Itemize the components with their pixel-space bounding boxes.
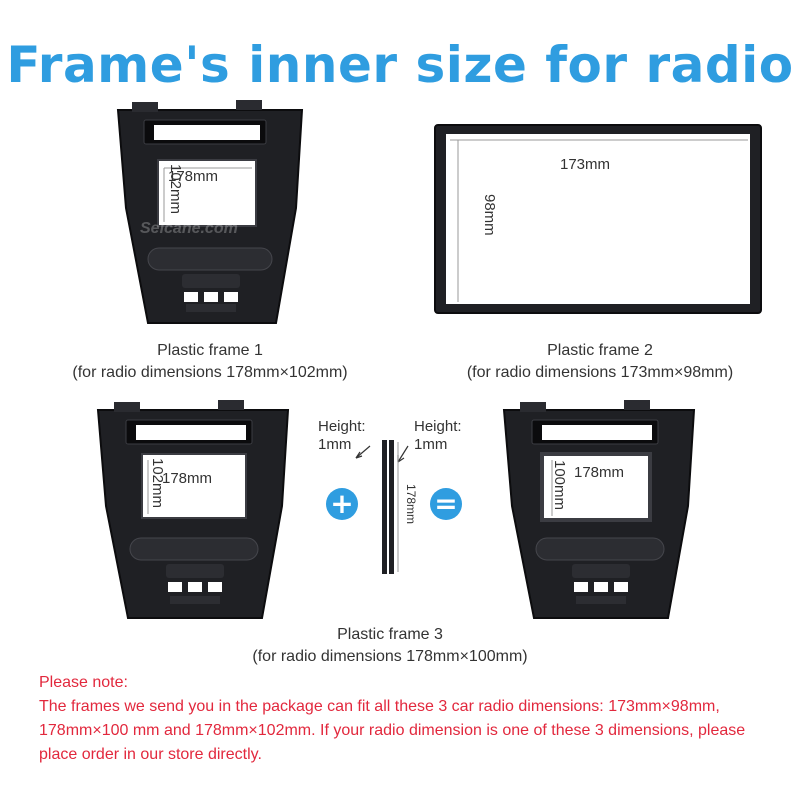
frame-1-width-label: 178mm: [168, 168, 219, 185]
plastic-frame-3-base: 178mm 102mm: [90, 398, 296, 624]
frame-1-height-label: 102mm: [167, 164, 184, 215]
equals-icon: =: [430, 488, 462, 520]
strip-right-height-title: Height:: [414, 418, 462, 435]
frame-3-base-graphic: [96, 400, 290, 619]
spacer-strips-graphic: [355, 440, 409, 574]
note-heading: Please note:: [39, 674, 128, 691]
page-title: Frame's inner size for radio: [6, 36, 794, 94]
frame-2-width-label: 173mm: [560, 156, 611, 173]
strip-left-height-title: Height:: [318, 418, 366, 435]
frame-2-caption-dimensions: (for radio dimensions 173mm×98mm): [466, 364, 734, 381]
frame-1-caption: Plastic frame 1 (for radio dimensions 17…: [20, 340, 400, 384]
strip-right-height-label: Height: 1mm: [414, 418, 462, 454]
frame-3-base-width-label: 178mm: [162, 470, 213, 487]
frame-3-assembled-graphic: [502, 400, 696, 619]
frame-2-height-label: 98mm: [481, 194, 498, 236]
plastic-frame-1: Seicane.com 178mm 102mm: [110, 98, 310, 330]
strip-length-label: 178mm: [404, 484, 418, 525]
frame-3-base-height-label: 102mm: [149, 458, 166, 509]
spacer-strips: 178mm: [348, 436, 428, 580]
frame-2-caption: Plastic frame 2 (for radio dimensions 17…: [420, 340, 780, 384]
note-body: The frames we send you in the package ca…: [39, 698, 746, 763]
note-block: Please note: The frames we send you in t…: [39, 671, 779, 767]
plus-icon: +: [326, 488, 358, 520]
watermark-text: Seicane.com: [140, 220, 238, 237]
frame-1-caption-title: Plastic frame 1: [157, 342, 263, 359]
frame-3-caption-title: Plastic frame 3: [337, 626, 443, 643]
frame-1-graphic: [116, 100, 304, 324]
frame-3-caption-dimensions: (for radio dimensions 178mm×100mm): [252, 648, 528, 665]
frame-3-assembled-height-label: 100mm: [551, 460, 568, 511]
frame-2-graphic: [434, 124, 762, 314]
frame-3-assembled-width-label: 178mm: [574, 464, 625, 481]
strip-left-height-label: Height: 1mm: [318, 418, 366, 454]
frame-1-caption-dimensions: (for radio dimensions 178mm×102mm): [72, 364, 348, 381]
strip-right-height-value: 1mm: [414, 436, 448, 453]
plastic-frame-2: 173mm 98mm: [432, 122, 764, 318]
frame-3-caption: Plastic frame 3 (for radio dimensions 17…: [200, 624, 580, 668]
plastic-frame-3-assembled: 178mm 100mm: [496, 398, 702, 624]
strip-left-height-value: 1mm: [318, 436, 352, 453]
frame-2-caption-title: Plastic frame 2: [547, 342, 653, 359]
